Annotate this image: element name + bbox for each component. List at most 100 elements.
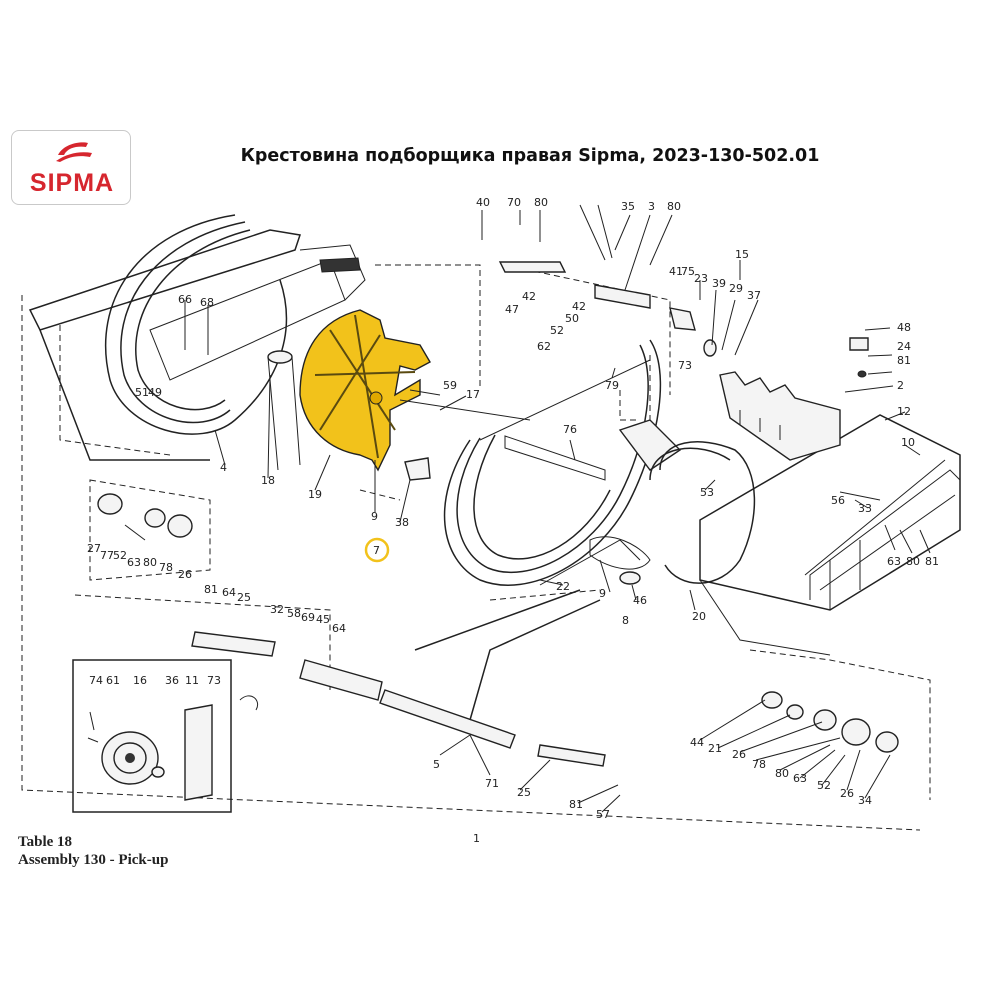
callout-64: 64 [222,586,236,599]
callout-12: 12 [897,405,911,418]
callout-41: 41 [669,265,683,278]
callout-leaders [184,210,931,813]
callout-29: 29 [729,282,743,295]
callout-80e: 80 [775,767,789,780]
callout-75: 75 [681,265,695,278]
callout-2: 2 [897,379,904,392]
callout-66: 66 [178,293,192,306]
callout-77: 77 [100,549,114,562]
callout-36: 36 [165,674,179,687]
callout-73b: 73 [207,674,221,687]
callout-9b: 9 [599,587,606,600]
sipma-swoosh-icon [56,142,92,162]
inset-detail-box [72,659,232,813]
callout-80d: 80 [143,556,157,569]
callout-32: 32 [270,603,284,616]
callout-labels: 40 70 80 35 3 80 15 42 47 42 50 52 62 41… [87,196,939,845]
callout-70: 70 [507,196,521,209]
callout-63c: 63 [793,772,807,785]
callout-56: 56 [831,494,845,507]
callout-69: 69 [301,611,315,624]
pickup-center-rings [399,339,682,586]
callout-80c: 80 [906,555,920,568]
callout-8: 8 [622,614,629,627]
callout-17: 17 [466,388,480,401]
callout-19: 19 [308,488,322,501]
callout-21: 21 [708,742,722,755]
callout-79: 79 [605,379,619,392]
callout-63b: 63 [127,556,141,569]
callout-26: 26 [178,568,192,581]
callout-24: 24 [897,340,911,353]
callout-81: 81 [897,354,911,367]
callout-73: 73 [678,359,692,372]
callout-27: 27 [87,542,101,555]
assembly-name: Assembly 130 - Pick-up [18,852,169,868]
callout-16: 16 [133,674,147,687]
callout-1: 1 [473,832,480,845]
callout-11: 11 [185,674,199,687]
callout-71: 71 [485,777,499,790]
sipma-logo: SIPMA [11,130,131,205]
callout-46: 46 [633,594,647,607]
callout-38: 38 [395,516,409,529]
callout-20: 20 [692,610,706,623]
callout-62: 62 [537,340,551,353]
logo-wordmark: SIPMA [29,169,115,197]
callout-81b: 81 [925,555,939,568]
left-belt-guard [28,214,366,471]
callout-58: 58 [287,607,301,620]
callout-59: 59 [443,379,457,392]
callout-5: 5 [433,758,440,771]
page-title: Крестовина подборщика правая Sipma, 2023… [240,146,820,166]
upper-right-drive-parts [498,204,869,461]
callout-40: 40 [476,196,490,209]
callout-52c: 52 [817,779,831,792]
callout-50: 50 [565,312,579,325]
callout-7: 7 [373,544,380,557]
callout-47: 47 [505,303,519,316]
callout-64b: 64 [332,622,346,635]
callout-76: 76 [563,423,577,436]
callout-25: 25 [237,591,251,604]
callout-45: 45 [316,613,330,626]
pickup-spider-right-highlighted [299,309,431,481]
callout-68: 68 [200,296,214,309]
callout-42: 42 [522,290,536,303]
callout-15: 15 [735,248,749,261]
callout-26c: 26 [840,787,854,800]
table-caption: Table 18 Assembly 130 - Pick-up [18,833,168,869]
callout-57: 57 [596,808,610,821]
table-number: Table 18 [18,834,73,850]
bottom-right-bearing-stack [761,691,899,753]
callout-4: 4 [220,461,227,474]
callout-61: 61 [106,674,120,687]
callout-9: 9 [371,510,378,523]
callout-33: 33 [858,502,872,515]
callout-26b: 26 [732,748,746,761]
callout-63: 63 [887,555,901,568]
callout-18: 18 [261,474,275,487]
callout-10: 10 [901,436,915,449]
callout-37: 37 [747,289,761,302]
highlight-ring-7 [364,537,390,563]
callout-22: 22 [556,580,570,593]
left-bearing-parts [97,493,193,541]
callout-52: 52 [550,324,564,337]
callout-34: 34 [858,794,872,807]
callout-39: 39 [712,277,726,290]
callout-53: 53 [700,486,714,499]
callout-25b: 25 [517,786,531,799]
callout-78b: 78 [752,758,766,771]
callout-78: 78 [159,561,173,574]
callout-80: 80 [534,196,548,209]
callout-81d: 81 [569,798,583,811]
bottom-shafts [191,589,606,767]
callout-49: 49 [148,386,162,399]
callout-52b: 52 [113,549,127,562]
callout-23: 23 [694,272,708,285]
callout-44: 44 [690,736,704,749]
right-drum-and-frame [649,414,961,656]
callout-3: 3 [648,200,655,213]
callout-35: 35 [621,200,635,213]
